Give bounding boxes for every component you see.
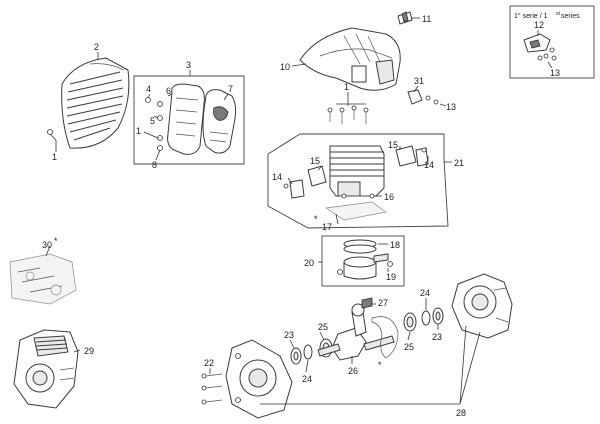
- callout-21: 21: [454, 158, 464, 168]
- engine-assembly-part-29: [13, 329, 79, 409]
- screws-part-1-center: [327, 105, 369, 124]
- callout-25-left: 25: [318, 322, 328, 332]
- callout-19: 19: [386, 272, 396, 282]
- gasket-part-15-left: [307, 165, 327, 187]
- muffler-plate-part-7: [202, 89, 237, 154]
- bracket-part-31: [407, 89, 439, 105]
- callout-10: 10: [280, 62, 290, 72]
- screws-part-22: [201, 373, 223, 405]
- callout-15-right: 15: [388, 140, 398, 150]
- series-label-b: series: [561, 13, 580, 20]
- series-label-a: 1° serie / 1: [514, 12, 548, 20]
- cylinder-cover-part-2: [47, 57, 130, 149]
- crankcase-right-part-28: [451, 273, 513, 339]
- callout-16: 16: [384, 192, 394, 202]
- bearings-and-seals: [290, 307, 444, 365]
- gasket-part-15-right: [395, 145, 417, 167]
- series-label-sup: st: [556, 11, 561, 17]
- callout-26: 26: [348, 366, 358, 376]
- series-inset-box: [509, 5, 595, 79]
- muffler-group-part-3: [133, 75, 245, 165]
- callout-20: 20: [304, 258, 314, 268]
- crankcase-left-part-28: [225, 339, 293, 419]
- callout-25-right: 25: [404, 342, 414, 352]
- leader-lines: [45, 17, 553, 405]
- callout-14-left: 14: [272, 172, 282, 182]
- flange-part-14-left: [289, 179, 305, 199]
- callout-31: 31: [414, 76, 424, 86]
- callout-6: 6: [166, 86, 171, 96]
- needle-bearing-part-27: [361, 297, 373, 309]
- callout-3: 3: [186, 60, 191, 70]
- callout-17: 17: [322, 222, 332, 232]
- callout-13-center: 13: [446, 102, 456, 112]
- callout-29: 29: [84, 346, 94, 356]
- callout-15-left: 15: [310, 156, 320, 166]
- callout-11: 11: [422, 14, 431, 24]
- callout-24-left: 24: [302, 374, 312, 384]
- callout-23-left: 23: [284, 330, 294, 340]
- callout-30: 30: [42, 240, 52, 250]
- callout-14-right: 14: [424, 160, 434, 170]
- screw-part-1: [47, 129, 53, 135]
- callout-13-inset: 13: [550, 68, 560, 78]
- callout-12: 12: [534, 20, 544, 30]
- callout-labels: 2 1 3 4 5 6 7 1 8 10 11 1 31 13 1° serie…: [42, 11, 580, 418]
- cylinder-group-part-21: [267, 133, 449, 229]
- callout-24-right: 24: [420, 288, 430, 298]
- callout-17-star: *: [314, 214, 318, 224]
- crankcase-gasket: [371, 316, 399, 359]
- callout-5: 5: [150, 116, 155, 126]
- spark-plug-part-11: [397, 11, 413, 25]
- callout-2: 2: [94, 42, 99, 52]
- callout-23-right: 23: [432, 332, 442, 342]
- callout-7: 7: [228, 84, 233, 94]
- callout-18: 18: [390, 240, 400, 250]
- callout-8: 8: [152, 160, 157, 170]
- callout-4: 4: [146, 84, 151, 94]
- callout-22: 22: [204, 358, 214, 368]
- piston-group-part-20: [321, 235, 405, 287]
- crankshaft-part-26: [317, 297, 395, 361]
- gasket-kit-part-30: [9, 253, 77, 305]
- callout-30-star: *: [54, 236, 58, 246]
- callout-27: 27: [378, 298, 388, 308]
- callout-1-center: 1: [344, 82, 349, 92]
- piston-pin-part-18: [373, 253, 389, 263]
- callout-crank-star: *: [378, 360, 382, 370]
- callout-1-left: 1: [52, 152, 57, 162]
- callout-1-muffler: 1: [136, 126, 141, 136]
- muffler-body-part-6: [167, 83, 205, 155]
- top-cover-part-10: [299, 27, 401, 91]
- base-gasket-part-17: [325, 201, 387, 221]
- callout-28: 28: [456, 408, 466, 418]
